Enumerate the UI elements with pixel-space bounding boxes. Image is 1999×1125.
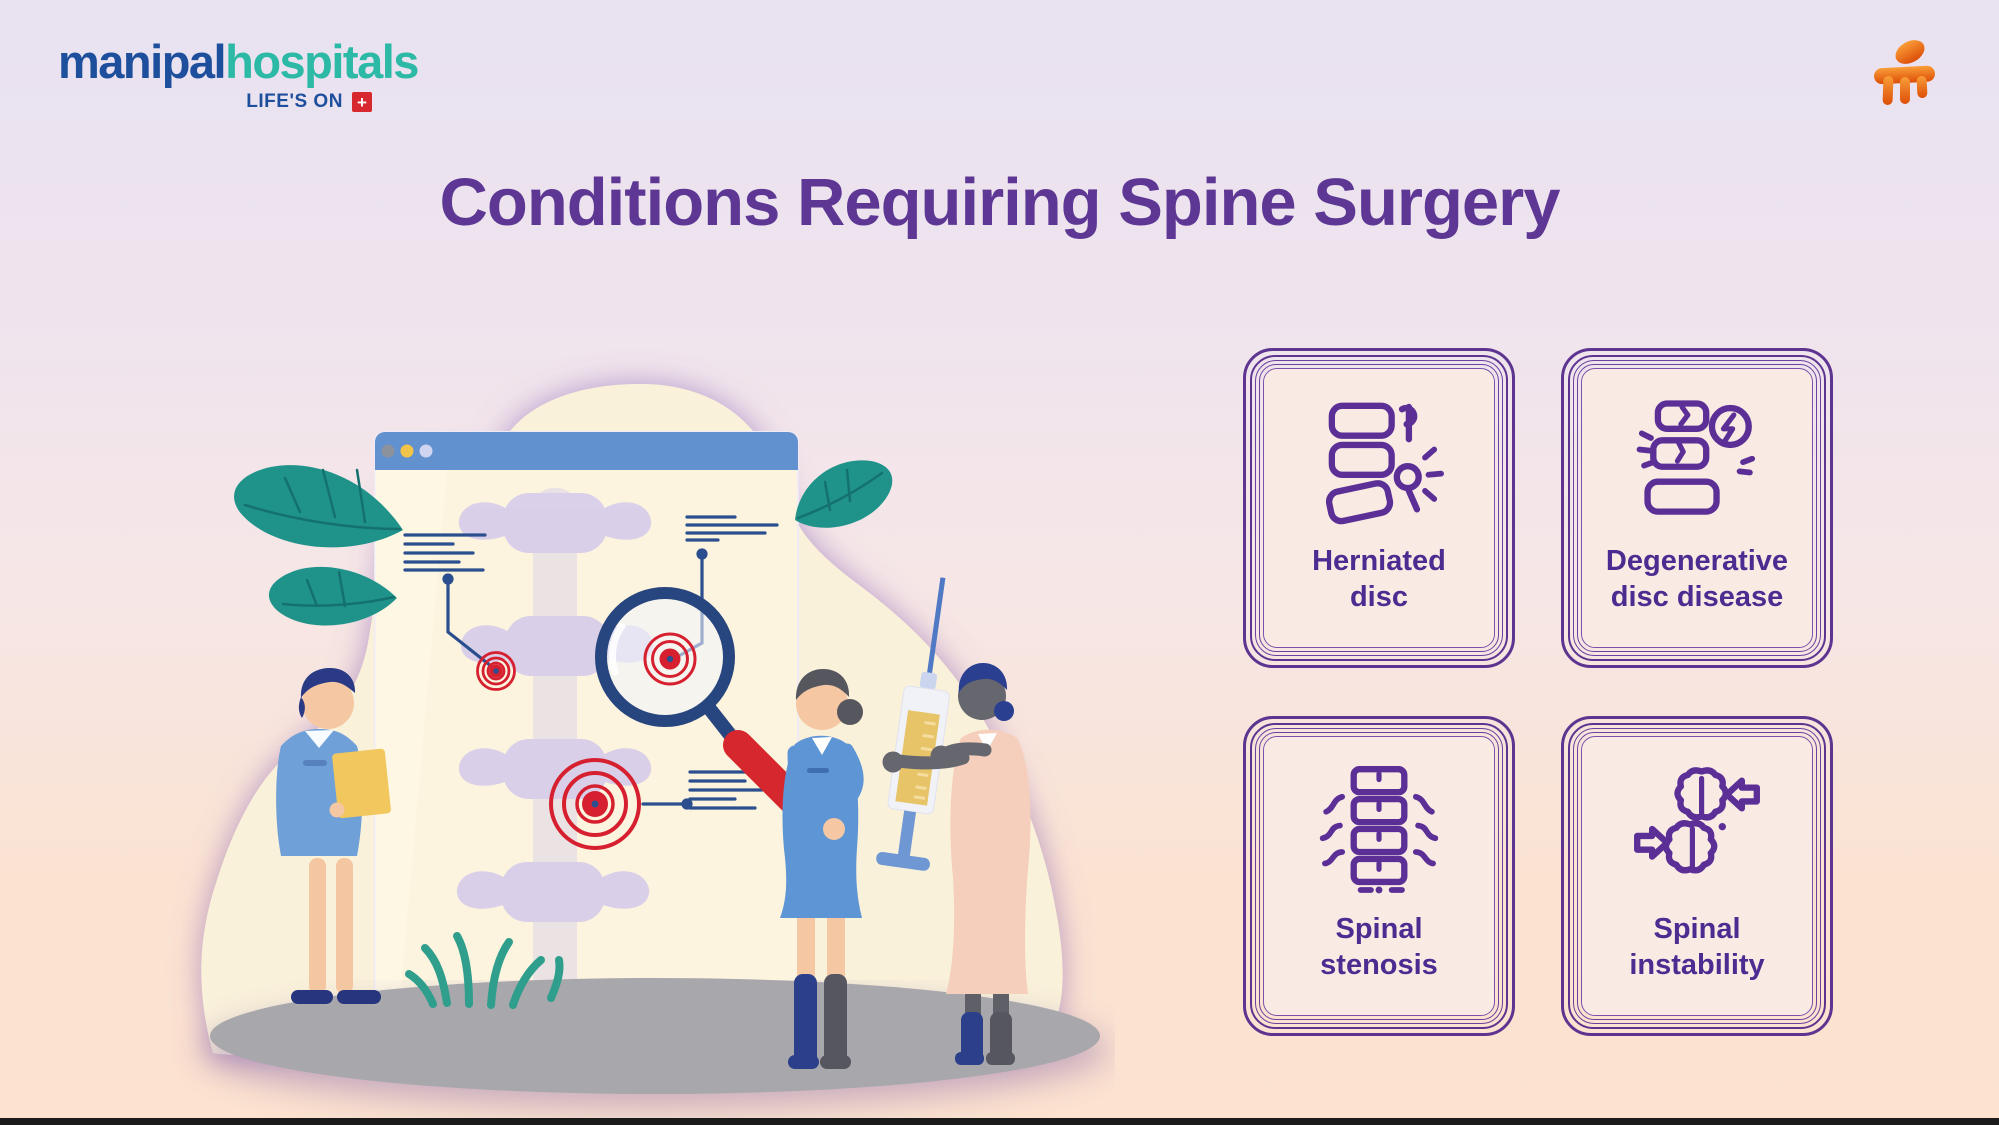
spine-vertebrae-graphic	[456, 488, 654, 1032]
card-degenerative-disc-disease: Degenerative disc disease	[1561, 348, 1833, 668]
card-spinal-instability: Spinal instability	[1561, 716, 1833, 1036]
card-label: Spinal stenosis	[1320, 911, 1438, 984]
card-spinal-stenosis: Spinal stenosis	[1243, 716, 1515, 1036]
card-herniated-disc: Herniated disc	[1243, 348, 1515, 668]
pain-target-lens	[643, 632, 697, 686]
card-label-line1: Spinal	[1335, 913, 1423, 945]
annotation-lines-right-bottom	[641, 770, 772, 810]
brand-tagline: LIFE'S ON	[246, 91, 343, 112]
nurse-with-syringe-figure	[946, 663, 1031, 1065]
pain-target-small	[476, 651, 516, 691]
card-label-line1: Degenerative	[1605, 545, 1789, 577]
card-label-line1: Spinal	[1653, 913, 1741, 945]
pain-target-markers	[476, 651, 641, 850]
doctor-with-clipboard-figure	[276, 667, 391, 1004]
red-cross-icon: +	[351, 92, 372, 112]
manipal-orange-figure-icon	[1874, 40, 1935, 105]
spine-examination-illustration	[200, 383, 1110, 1108]
leaf-icons	[234, 460, 893, 626]
window-control-dots	[381, 444, 433, 458]
footer-bar	[0, 1118, 1999, 1125]
leaf-icon-left-bottom	[268, 566, 397, 626]
condition-cards-grid: Herniated disc Degenerative disc disease	[1243, 348, 1834, 1036]
card-label: Degenerative disc disease	[1606, 543, 1788, 616]
herniated-disc-icon	[1325, 402, 1444, 525]
syringe-icon	[876, 577, 950, 871]
grass-icon	[405, 932, 564, 1009]
card-label-line2: instability	[1629, 949, 1765, 982]
card-label: Herniated disc	[1312, 543, 1446, 616]
pain-target-large	[549, 758, 641, 850]
annotation-lines-left	[403, 533, 493, 668]
annotation-text-lines	[403, 515, 779, 810]
card-label-line2: disc disease	[1610, 581, 1784, 614]
leaf-icon-right	[795, 460, 893, 528]
doctor-with-magnifier-figure	[780, 669, 864, 1069]
page-title: Conditions Requiring Spine Surgery	[439, 165, 1561, 240]
card-label: Spinal instability	[1629, 911, 1764, 984]
brand-wordmark-manipal: manipal	[58, 35, 227, 88]
card-label-line2: disc	[1349, 581, 1408, 614]
nurse-arms	[882, 742, 992, 773]
leaf-icon-left-top	[234, 465, 403, 548]
spinal-instability-icon	[1634, 767, 1760, 874]
degenerative-disc-disease-icon	[1636, 400, 1756, 515]
card-label-line2: stenosis	[1320, 949, 1438, 982]
spine-xray-browser-window	[374, 431, 799, 1033]
card-label-line1: Herniated	[1312, 545, 1446, 577]
window-header	[375, 432, 798, 470]
spinal-stenosis-icon	[1319, 766, 1439, 894]
brand-tagline-row: LIFE'S ON +	[58, 91, 418, 113]
brand-wordmark-hospitals: hospitals	[225, 35, 419, 88]
clipboard-icon	[332, 748, 391, 819]
